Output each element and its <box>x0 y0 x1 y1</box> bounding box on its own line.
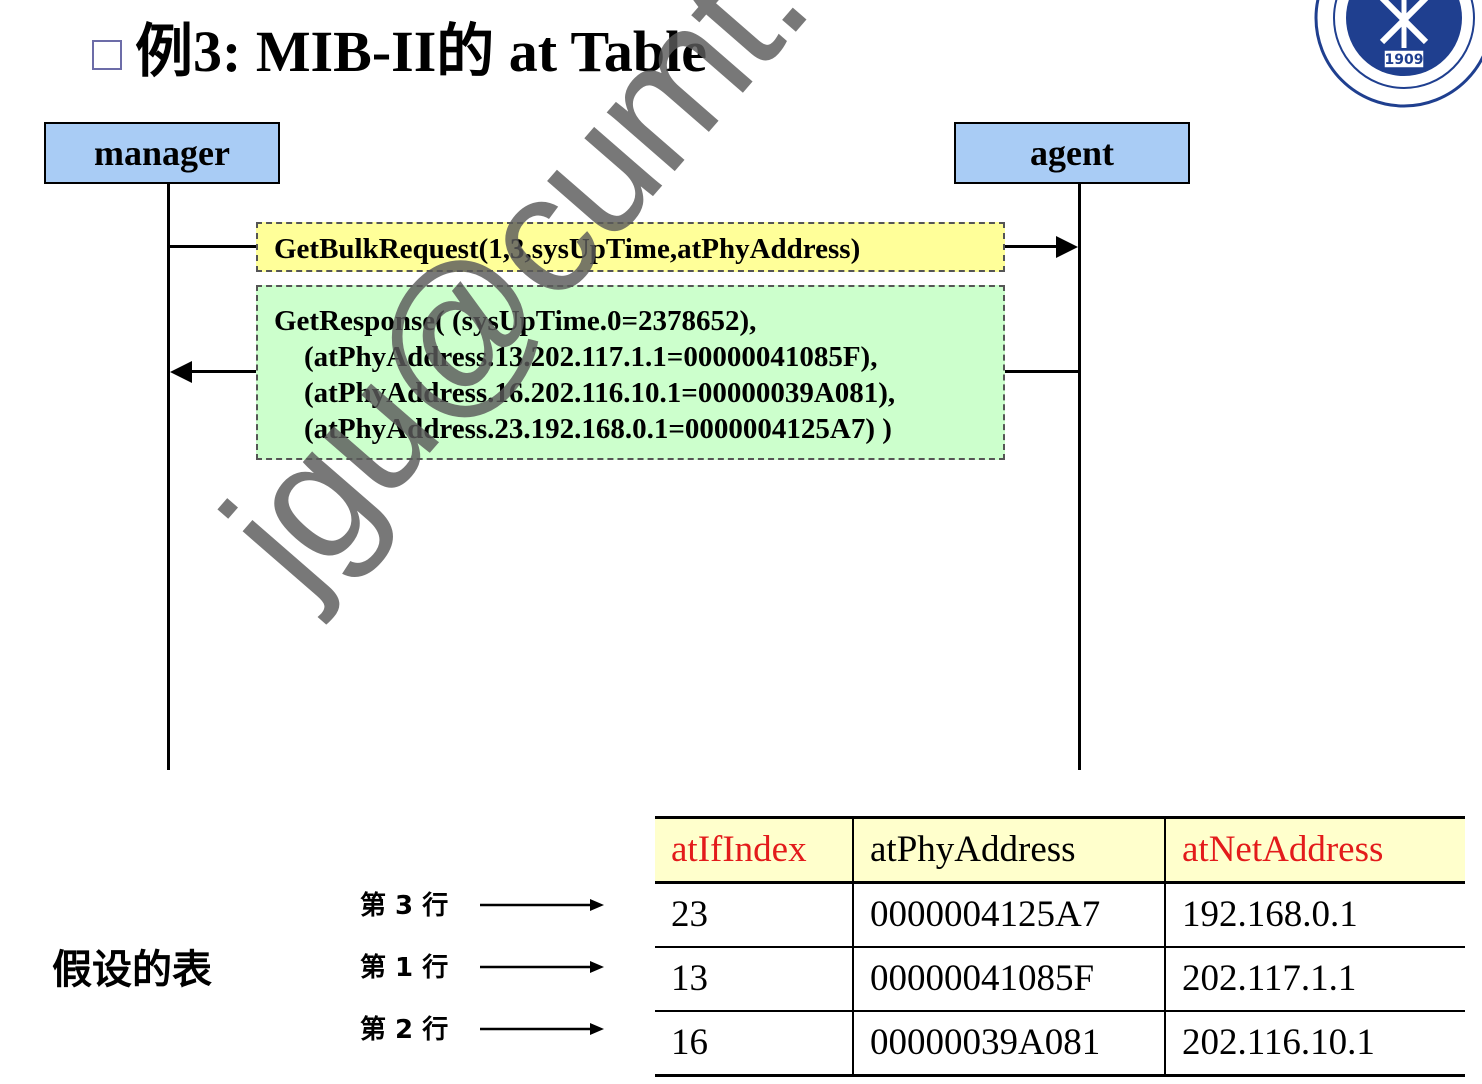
manager-lifeline <box>167 184 170 770</box>
at-table: atIfIndex atPhyAddress atNetAddress 23 0… <box>655 816 1465 1077</box>
response-line-3: (atPhyAddress.16.202.116.10.1=00000039A0… <box>304 377 896 409</box>
cell-ifindex: 23 <box>655 882 854 947</box>
request-arrowhead-icon <box>1056 236 1078 258</box>
row-label-1: 第 1 行 <box>360 953 449 983</box>
row-3-arrow-icon <box>480 899 604 911</box>
manager-box: manager <box>44 122 280 184</box>
request-line-right <box>1005 245 1060 248</box>
header-atifindex: atIfIndex <box>655 817 854 883</box>
header-atphyaddress: atPhyAddress <box>853 817 1166 883</box>
cell-ifindex: 13 <box>655 947 854 1011</box>
table-header-row: atIfIndex atPhyAddress atNetAddress <box>655 817 1465 883</box>
university-seal-icon: 1909 <box>1314 0 1482 108</box>
header-atnetaddress: atNetAddress <box>1182 829 1384 870</box>
cell-netaddress: 202.117.1.1 <box>1182 958 1357 999</box>
table-row: 16 00000039A081 202.116.10.1 <box>655 1011 1465 1076</box>
get-bulk-request-message: GetBulkRequest(1,3,sysUpTime,atPhyAddres… <box>256 222 1005 272</box>
title-bullet-icon <box>92 40 122 70</box>
row-2-arrow-icon <box>480 1023 604 1035</box>
logo-year: 1909 <box>1385 52 1424 68</box>
get-response-message: GetResponse( (sysUpTime.0=2378652), (atP… <box>256 285 1005 460</box>
row-1-arrow-icon <box>480 961 604 973</box>
response-line-left <box>190 370 257 373</box>
agent-lifeline <box>1078 184 1081 770</box>
cell-phyaddress: 0000004125A7 <box>853 882 1166 947</box>
cell-phyaddress: 00000039A081 <box>853 1011 1166 1076</box>
cell-phyaddress: 00000041085F <box>853 947 1166 1011</box>
row-label-3: 第 3 行 <box>360 891 449 921</box>
response-arrowhead-icon <box>170 361 192 383</box>
cell-netaddress: 202.116.10.1 <box>1182 1022 1375 1063</box>
table-row: 13 00000041085F 202.117.1.1 <box>655 947 1465 1011</box>
hypothetical-table-label: 假设的表 <box>52 947 212 993</box>
response-line-2: (atPhyAddress.13.202.117.1.1=00000041085… <box>304 341 878 373</box>
row-label-2: 第 2 行 <box>360 1015 449 1045</box>
university-logo: 1909 <box>1312 0 1482 108</box>
agent-box: agent <box>954 122 1190 184</box>
cell-ifindex: 16 <box>655 1011 854 1076</box>
table-row: 23 0000004125A7 192.168.0.1 <box>655 882 1465 947</box>
cell-netaddress: 192.168.0.1 <box>1182 894 1358 935</box>
response-line-right <box>1005 370 1079 373</box>
request-line-left <box>169 245 257 248</box>
response-line-1: GetResponse( (sysUpTime.0=2378652), <box>274 305 757 337</box>
slide-title: 例3: MIB-II的 at Table <box>135 19 708 84</box>
response-line-4: (atPhyAddress.23.192.168.0.1=0000004125A… <box>304 413 892 445</box>
